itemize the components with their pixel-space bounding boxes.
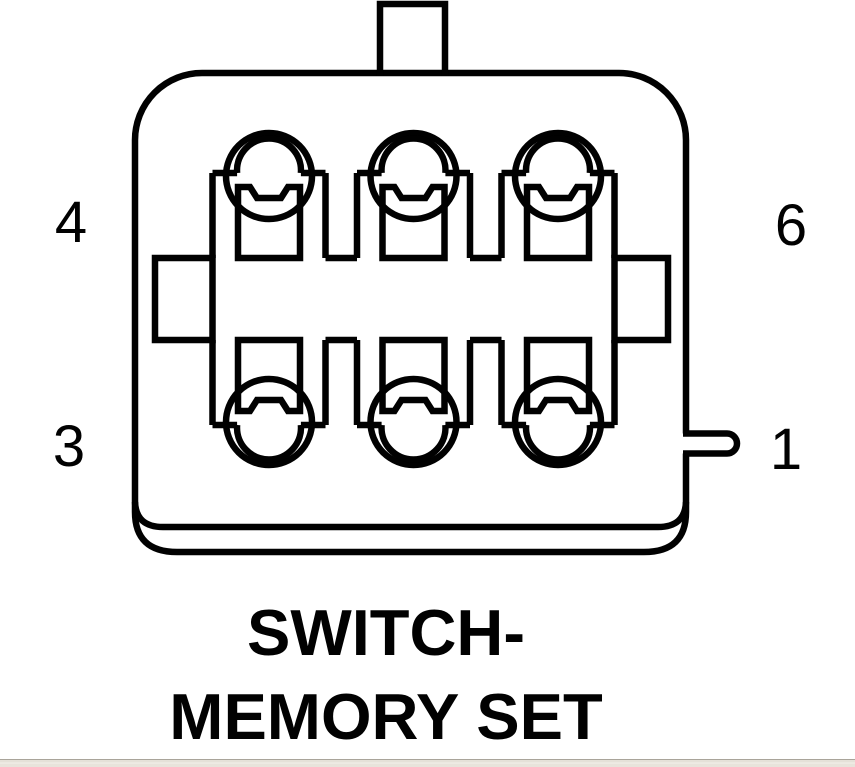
pin-cavity-top-left <box>213 133 326 258</box>
window-edge-strip <box>0 759 855 767</box>
pin-label-3: 3 <box>52 414 86 479</box>
pin-label-4: 4 <box>54 190 88 255</box>
pin-label-1: 1 <box>769 417 803 482</box>
pin-label-6: 6 <box>774 193 808 258</box>
side-latch-tab <box>683 430 741 457</box>
caption-line-2: MEMORY SET <box>169 680 603 753</box>
top-alignment-tab <box>376 0 449 76</box>
connector-caption: SWITCH- MEMORY SET <box>0 591 772 759</box>
keying-slot-left <box>151 254 216 344</box>
cavity-band-bridges <box>325 254 502 344</box>
pin-cavity-bottom-left <box>213 340 326 465</box>
connector-base-lip-line <box>131 501 690 531</box>
pin-cavity-top-middle <box>357 133 470 258</box>
pin-cavity-bottom-right <box>502 340 615 465</box>
connector-body-outline <box>131 69 690 556</box>
pin-cavity-top-right <box>502 133 615 258</box>
caption-line-1: SWITCH- <box>247 596 525 669</box>
keying-slot-right <box>611 254 672 344</box>
pin-cavity-bottom-middle <box>357 340 470 465</box>
